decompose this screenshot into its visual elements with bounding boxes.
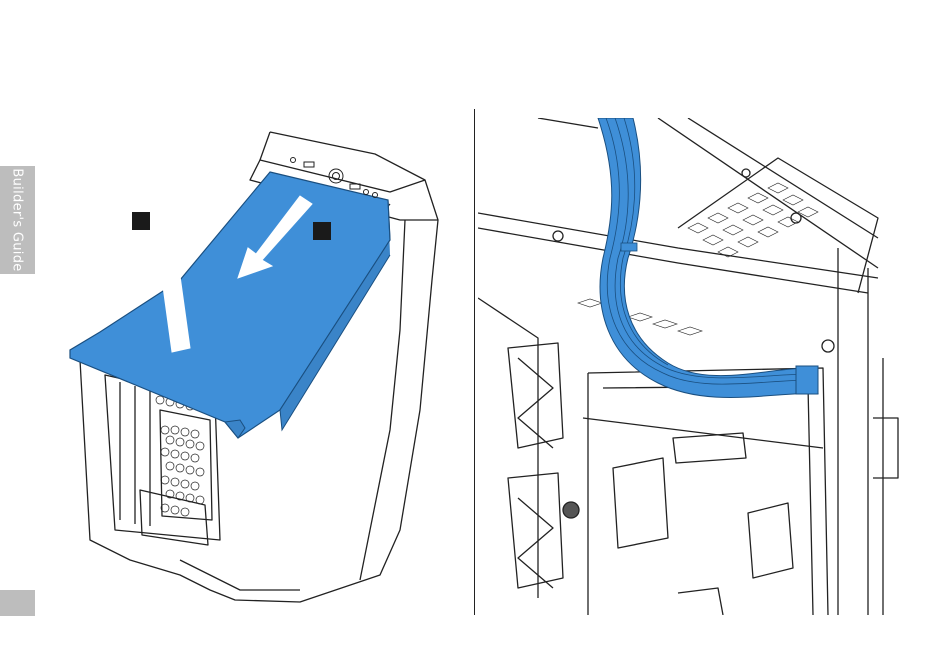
step-marker-1 — [132, 212, 150, 230]
section-tab-label: Builder's Guide — [10, 168, 25, 271]
sata-cable-highlight — [598, 118, 818, 397]
cable-connector — [796, 366, 818, 394]
step-marker-2 — [313, 222, 331, 240]
interior-cable-illustration — [478, 118, 906, 615]
page-marker-tab — [0, 590, 35, 616]
case-top-panel-illustration — [60, 120, 530, 620]
